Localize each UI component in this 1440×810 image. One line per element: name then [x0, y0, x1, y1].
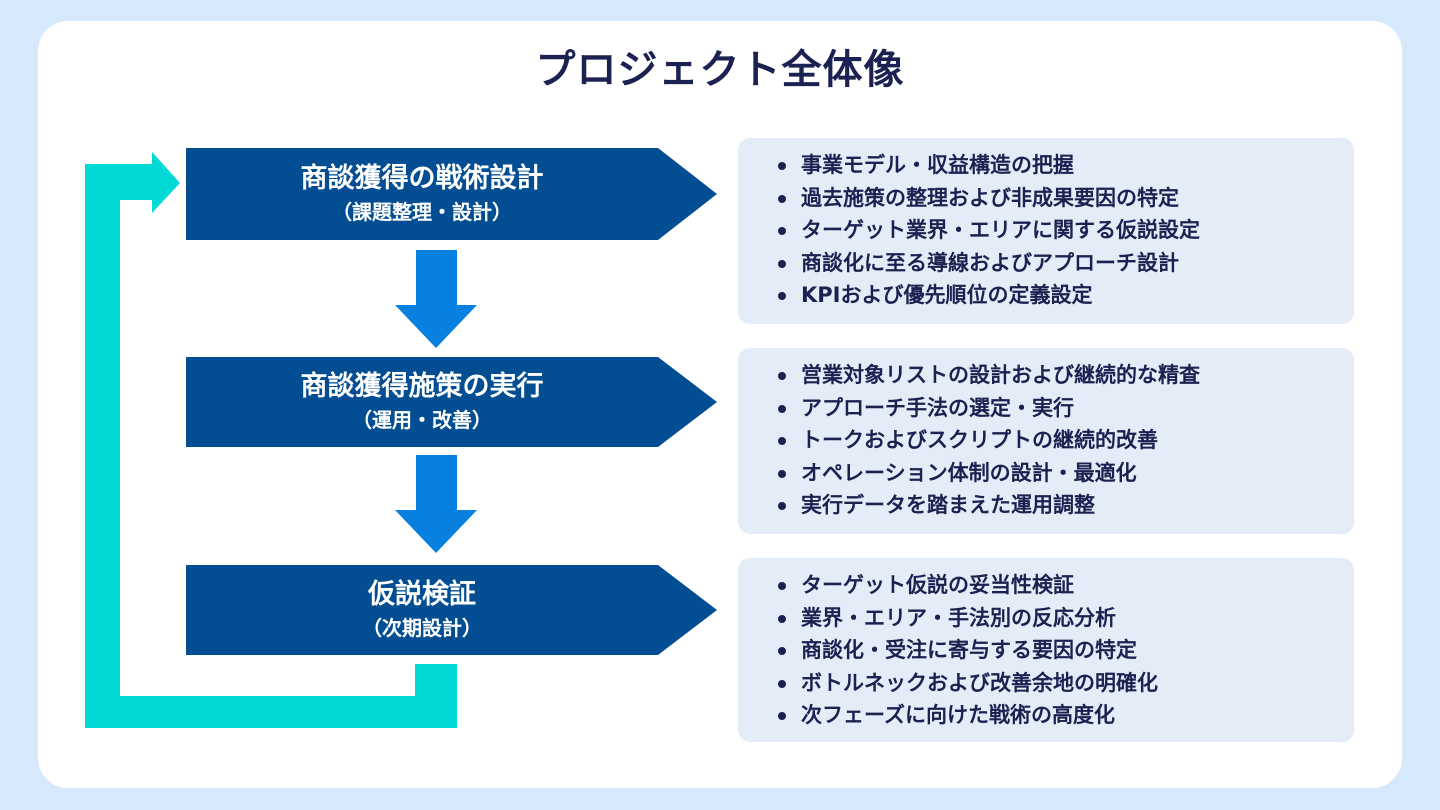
step-3-label: 仮説検証 （次期設計）	[186, 577, 658, 643]
detail-item: ターゲット仮説の妥当性検証	[778, 569, 1354, 602]
detail-item: オペレーション体制の設計・最適化	[778, 457, 1354, 490]
page-title: プロジェクト全体像	[535, 47, 905, 93]
step-1-subtitle: （課題整理・設計）	[332, 200, 512, 224]
step-3-details-panel: ターゲット仮説の妥当性検証 業界・エリア・手法別の反応分析 商談化・受注に寄与す…	[738, 558, 1354, 742]
loop-back-arrow-icon	[85, 152, 457, 728]
step-1-title: 商談獲得の戦術設計	[300, 163, 544, 194]
step-shape-3	[186, 565, 717, 655]
detail-item: 次フェーズに向けた戦術の高度化	[778, 699, 1354, 732]
step-2-details-list: 営業対象リストの設計および継続的な精査 アプローチ手法の選定・実行 トークおよび…	[778, 359, 1354, 522]
step-3-title: 仮説検証	[368, 579, 476, 610]
detail-item: ボトルネックおよび改善余地の明確化	[778, 667, 1354, 700]
step-2-title: 商談獲得施策の実行	[300, 371, 544, 402]
step-3-details-list: ターゲット仮説の妥当性検証 業界・エリア・手法別の反応分析 商談化・受注に寄与す…	[778, 569, 1354, 732]
detail-item: ターゲット業界・エリアに関する仮説設定	[778, 214, 1354, 247]
detail-item: 商談化に至る導線およびアプローチ設計	[778, 247, 1354, 280]
detail-item: 事業モデル・収益構造の把握	[778, 149, 1354, 182]
down-arrow-icon	[395, 455, 477, 553]
step-shape-1	[186, 148, 717, 240]
detail-item: 実行データを踏まえた運用調整	[778, 489, 1354, 522]
detail-item: 過去施策の整理および非成果要因の特定	[778, 182, 1354, 215]
detail-item: 商談化・受注に寄与する要因の特定	[778, 634, 1354, 667]
step-1-label: 商談獲得の戦術設計 （課題整理・設計）	[186, 161, 658, 227]
detail-item: アプローチ手法の選定・実行	[778, 392, 1354, 425]
detail-item: トークおよびスクリプトの継続的改善	[778, 424, 1354, 457]
step-1-details-panel: 事業モデル・収益構造の把握 過去施策の整理および非成果要因の特定 ターゲット業界…	[738, 138, 1354, 324]
detail-item: 業界・エリア・手法別の反応分析	[778, 602, 1354, 635]
detail-item: 営業対象リストの設計および継続的な精査	[778, 359, 1354, 392]
step-2-label: 商談獲得施策の実行 （運用・改善）	[186, 369, 658, 435]
detail-item: KPIおよび優先順位の定義設定	[778, 279, 1354, 312]
step-3-subtitle: （次期設計）	[362, 616, 482, 640]
step-2-details-panel: 営業対象リストの設計および継続的な精査 アプローチ手法の選定・実行 トークおよび…	[738, 348, 1354, 534]
down-arrow-icon	[395, 250, 477, 348]
step-1-details-list: 事業モデル・収益構造の把握 過去施策の整理および非成果要因の特定 ターゲット業界…	[778, 149, 1354, 312]
step-shape-2	[186, 357, 717, 447]
step-2-subtitle: （運用・改善）	[352, 408, 492, 432]
